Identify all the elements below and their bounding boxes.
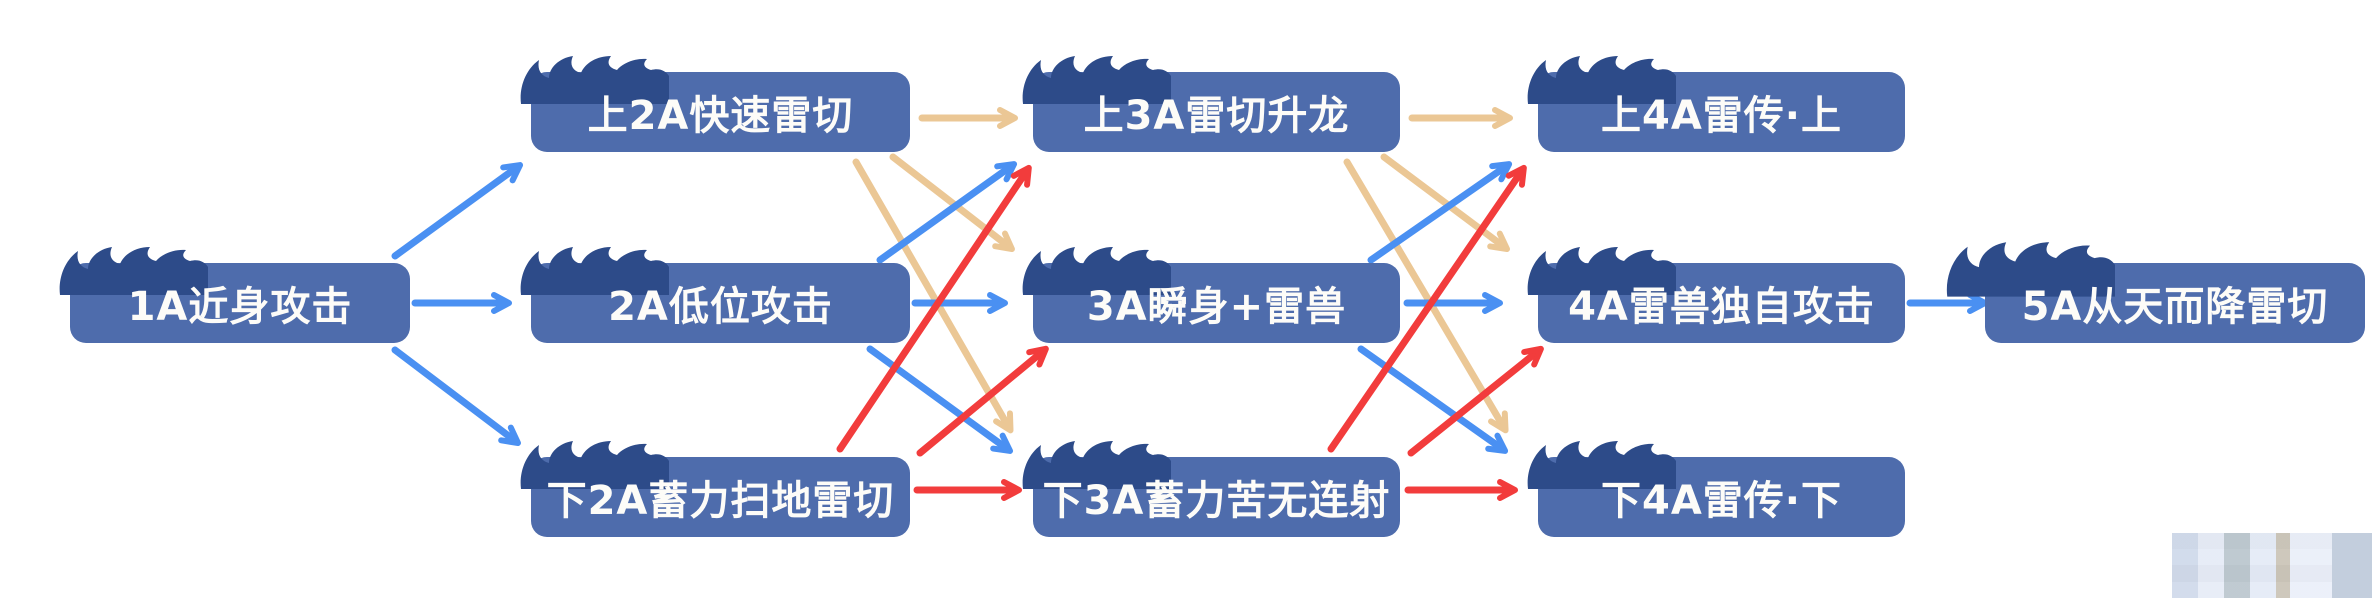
node-down-2a: 下2A蓄力扫地雷切 [520, 441, 910, 537]
node-up-3a: 上3A雷切升龙 [1022, 56, 1400, 152]
arrow-down-2a-to-up-3a [836, 164, 1032, 453]
node-label: 2A低位攻击 [608, 284, 833, 330]
node-label: 5A从天而降雷切 [2021, 284, 2329, 330]
node-label: 上2A快速雷切 [587, 93, 854, 139]
node-down-3a: 下3A蓄力苦无连射 [1022, 441, 1400, 537]
node-label: 下2A蓄力扫地雷切 [546, 478, 895, 524]
arrow-down-3a-to-4a [1407, 345, 1544, 457]
node-label: 1A近身攻击 [127, 284, 353, 330]
node-up-4a: 上4A雷传·上 [1527, 56, 1905, 152]
arrow-up-3a-to-4a [1380, 153, 1511, 252]
node-label: 3A瞬身+雷兽 [1086, 284, 1347, 330]
node-5a: 5A从天而降雷切 [1946, 242, 2365, 343]
node-1a-melee: 1A近身攻击 [59, 247, 410, 343]
arrow-3a-to-up-4a [1367, 161, 1513, 264]
node-down-4a: 下4A雷传·下 [1527, 441, 1905, 537]
blurred-watermark [2172, 533, 2372, 598]
node-4a: 4A雷兽独自攻击 [1527, 247, 1905, 343]
node-label: 上3A雷切升龙 [1083, 93, 1350, 139]
node-up-2a: 上2A快速雷切 [520, 56, 910, 152]
arrow-1a-to-down-2a [391, 346, 521, 447]
node-label: 上4A雷传·上 [1601, 93, 1842, 139]
node-label: 下3A蓄力苦无连射 [1042, 478, 1391, 524]
node-3a: 3A瞬身+雷兽 [1022, 247, 1400, 343]
arrow-2a-to-up-3a [876, 161, 1018, 264]
node-label: 下4A雷传·下 [1601, 478, 1842, 524]
arrow-up-2a-to-down-3a [852, 158, 1014, 434]
arrow-up-2a-to-3a [889, 153, 1015, 253]
node-2a: 2A低位攻击 [520, 247, 910, 343]
arrow-down-3a-to-up-4a [1327, 164, 1527, 453]
arrow-up-3a-to-down-4a [1343, 158, 1509, 434]
arrow-down-2a-to-3a [916, 345, 1049, 457]
arrow-1a-to-up-2a [391, 162, 524, 260]
node-label: 4A雷兽独自攻击 [1568, 284, 1875, 330]
